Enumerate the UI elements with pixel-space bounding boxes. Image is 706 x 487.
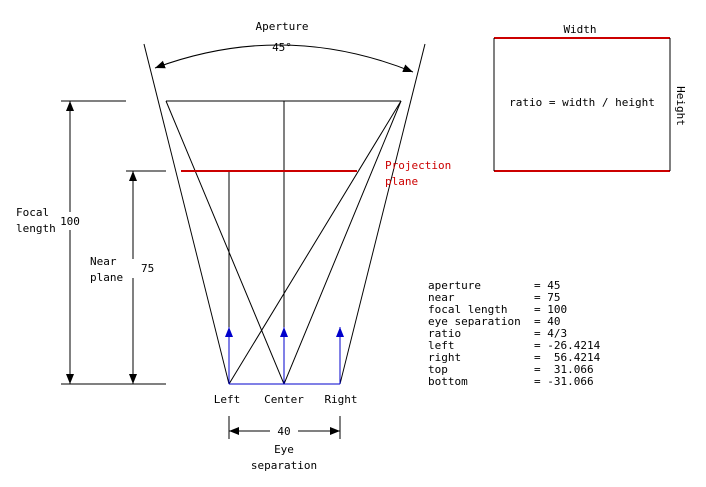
param-value: = 4/3 xyxy=(534,327,567,340)
eye-sep-label-1: Eye xyxy=(274,443,294,456)
param-name: left xyxy=(428,339,455,352)
eye-right-label: Right xyxy=(324,393,357,406)
param-name: focal length xyxy=(428,303,507,316)
ray-center-to-right-corner xyxy=(283,100,402,385)
param-name: eye separation xyxy=(428,315,521,328)
param-name: aperture xyxy=(428,279,481,292)
frustum-left-edge xyxy=(143,43,230,385)
near-plane-label-1: Near xyxy=(90,255,117,268)
param-value: = 40 xyxy=(534,315,561,328)
param-name: top xyxy=(428,363,448,376)
projection-plane-label-1: Projection xyxy=(385,159,451,172)
aperture-value: 45° xyxy=(272,41,292,54)
focal-length-label-1: Focal xyxy=(16,206,49,219)
near-plane-value: 75 xyxy=(141,262,154,275)
focal-length-label-2: length xyxy=(16,222,56,235)
viewport-width-label: Width xyxy=(563,23,596,36)
param-value: = 45 xyxy=(534,279,561,292)
viewport-ratio-formula: ratio = width / height xyxy=(509,96,655,109)
eye-center-label: Center xyxy=(264,393,304,406)
ray-left-to-right-corner xyxy=(228,100,402,385)
aperture-arc xyxy=(154,44,414,73)
near-plane-label-2: plane xyxy=(90,271,123,284)
param-name: near xyxy=(428,291,455,304)
eye-sep-value: 40 xyxy=(277,425,290,438)
param-value: = -26.4214 xyxy=(534,339,601,352)
param-name: bottom xyxy=(428,375,468,388)
aperture-label: Aperture xyxy=(256,20,309,33)
param-value: = 75 xyxy=(534,291,561,304)
param-name: right xyxy=(428,351,461,364)
projection-plane-label-2: plane xyxy=(385,175,418,188)
param-value: = 100 xyxy=(534,303,567,316)
frustum-right-edge xyxy=(339,43,426,385)
eye-sep-label-2: separation xyxy=(251,459,317,472)
ray-center-to-left-corner xyxy=(165,100,285,385)
focal-length-value: 100 xyxy=(60,215,80,228)
parameters-table: aperture = 45 near = 75 focal length = 1… xyxy=(428,279,601,388)
viewport-height-label: Height xyxy=(674,86,687,126)
param-value: = 56.4214 xyxy=(534,351,601,364)
param-name: ratio xyxy=(428,327,461,340)
param-value: = -31.066 xyxy=(534,375,594,388)
eye-left-label: Left xyxy=(214,393,241,406)
param-value: = 31.066 xyxy=(534,363,594,376)
